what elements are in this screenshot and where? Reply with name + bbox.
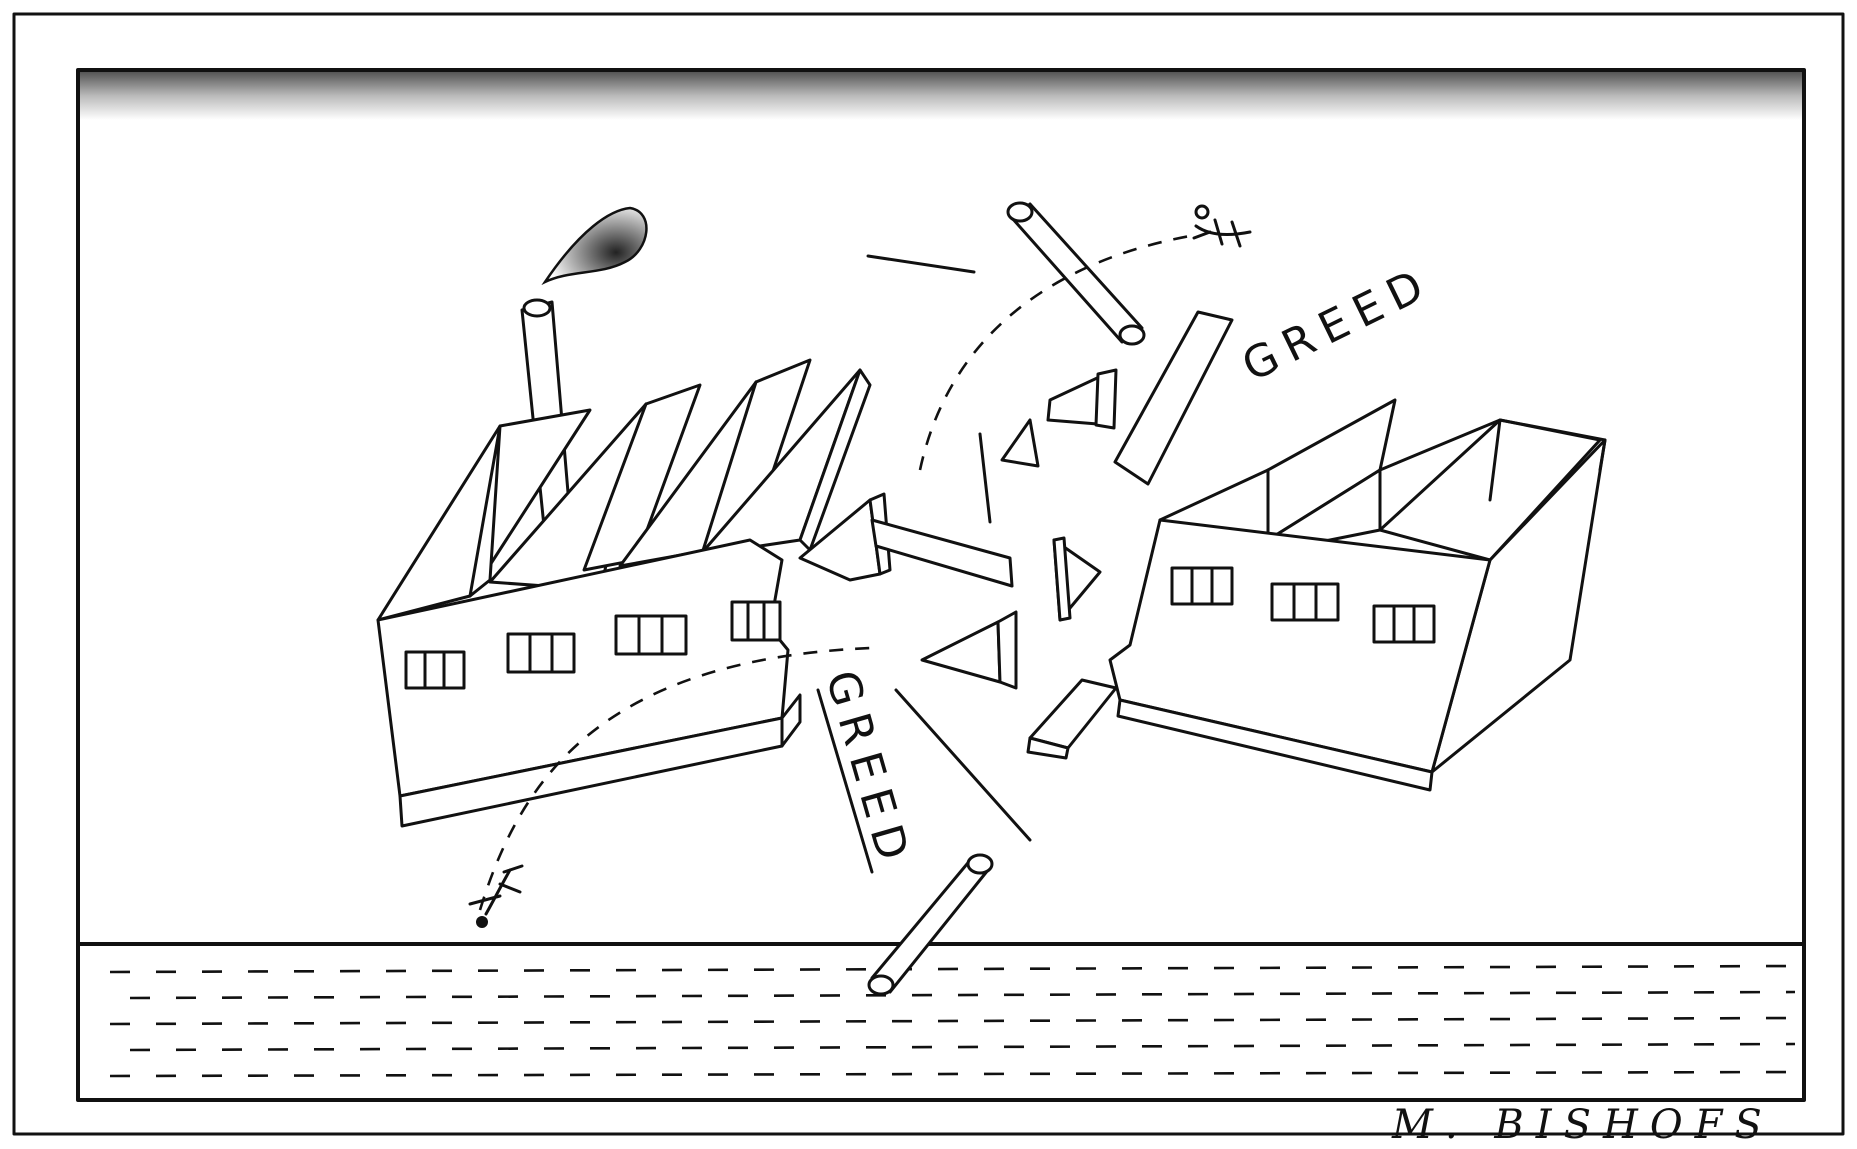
left-factory: [376, 206, 872, 828]
water-dashes: [109, 964, 1796, 1078]
outer-frame: [12, 12, 1845, 1136]
greed-label-upper: GREED: [1234, 257, 1440, 392]
flying-figure-upper: [1192, 204, 1252, 248]
greed-label-lower: GREED: [815, 665, 920, 875]
falling-figure-lower: [468, 864, 524, 928]
artist-signature: M. BISHOFS: [1391, 1102, 1774, 1148]
left-factory-windows: [404, 600, 782, 690]
inner-frame: [76, 68, 1806, 1102]
right-factory-windows: [1170, 566, 1436, 644]
smoke-puff: [541, 206, 648, 286]
right-factory: [1108, 398, 1607, 792]
trajectories: [478, 234, 1191, 911]
sky-shading: [80, 72, 1802, 120]
